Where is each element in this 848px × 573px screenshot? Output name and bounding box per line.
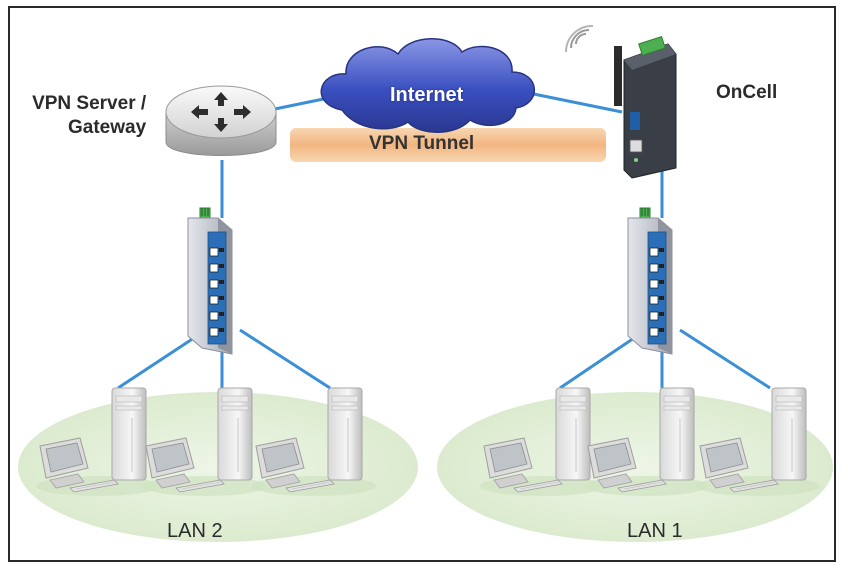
internet-label: Internet — [390, 84, 464, 106]
switch-right-icon — [627, 207, 673, 355]
internet-cloud-icon — [320, 38, 535, 133]
link-switch-lan2-pc3 — [239, 328, 331, 390]
router-icon — [165, 85, 277, 156]
link-switch-lan1-pc3 — [679, 328, 771, 390]
vpn-tunnel-label: VPN Tunnel — [369, 133, 475, 154]
lan1-label: LAN 1 — [627, 520, 683, 542]
oncell-label: OnCell — [716, 82, 778, 103]
lan2-label: LAN 2 — [167, 520, 223, 542]
vpn-server-label-line1: VPN Server / — [32, 93, 147, 114]
oncell-device-icon — [565, 24, 677, 179]
vpn-server-label-line2: Gateway — [68, 117, 147, 138]
switch-left-icon — [187, 207, 233, 355]
vpn-server-label: VPN Server / Gateway — [24, 92, 146, 140]
vpn-tunnel-band — [290, 128, 606, 162]
link-switch-lan2-pc1 — [117, 328, 207, 390]
